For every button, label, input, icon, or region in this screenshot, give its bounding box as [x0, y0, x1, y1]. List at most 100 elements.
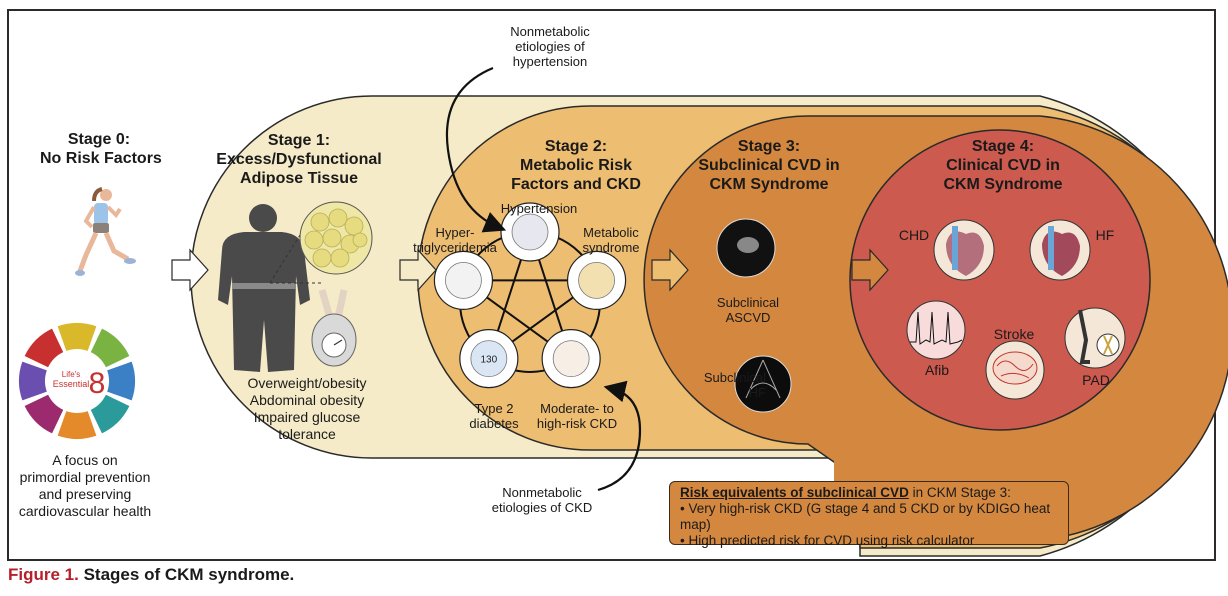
figure-caption: Figure 1. Stages of CKM syndrome. [8, 565, 294, 585]
stage2-title-line3: Factors and CKD [511, 176, 641, 193]
stage0-title-line2: No Risk Factors [40, 150, 162, 167]
le8-number: 8 [89, 367, 106, 400]
stage2-title: Stage 2: Metabolic Risk Factors and CKD [506, 137, 646, 194]
risk-equivalents-box: Risk equivalents of subclinical CVD in C… [669, 481, 1069, 548]
brain-shape [992, 351, 1038, 385]
factor-ckd-label: Moderate- to high-risk CKD [532, 401, 622, 431]
lipids-icon [24, 394, 64, 434]
factor-type2-diabetes-label: Type 2 diabetes [466, 401, 522, 431]
ckd-etiology-arrow [597, 380, 642, 492]
sleep-icon [57, 323, 97, 351]
risk-box-title: Risk equivalents of subclinical CVD [680, 485, 909, 500]
runner-icon [75, 187, 136, 276]
blood-pressure-icon [19, 361, 47, 401]
stage2-title-line1: Stage 2: [544, 138, 608, 155]
note-line: hypertension [512, 54, 588, 69]
label-line: Hyper- [435, 225, 475, 240]
stage0-desc-line: cardiovascular health [18, 503, 152, 519]
diet-icon [90, 328, 130, 368]
stage2-title-line2: Metabolic Risk [519, 157, 633, 174]
brain-vessels [996, 360, 1034, 379]
heart-coronary-vessel [952, 226, 958, 270]
risk-item: Very high-risk CKD (G stage 4 and 5 CKD … [680, 501, 1058, 533]
label-line: Subclinical [703, 370, 766, 385]
stage0-desc-line: primordial prevention [19, 469, 151, 485]
arrow-stage0-to-stage1 [171, 248, 209, 292]
stage0-title: Stage 0: No Risk Factors [40, 130, 162, 168]
kidneys-icon-glyph [552, 340, 590, 378]
label-line: triglyceridemia [413, 240, 497, 255]
obese-silhouette-icon [218, 204, 322, 372]
echo-fan [745, 359, 781, 399]
weight-scale-icon [311, 289, 357, 367]
adipose-cells-icon [299, 201, 373, 275]
activity-icon [107, 361, 135, 401]
heart-failure-vessel [1048, 226, 1054, 270]
arrow-stage2-to-stage3 [651, 248, 689, 292]
triglyceride-molecule-icon-glyph [445, 261, 482, 299]
le8-label-line2: Essential [53, 379, 90, 389]
no-smoking-icon [24, 328, 64, 368]
factor-hypertriglyceridemia-label: Hyper- triglyceridemia [410, 225, 500, 255]
condition-afib-label: Afib [924, 362, 950, 378]
finding-subclinical-ascvd-label: Subclinical ASCVD [710, 295, 786, 325]
glucose-reading: 130 [481, 355, 498, 366]
blood-pressure-monitor-icon-glyph [511, 213, 549, 251]
stage1-conditions: Overweight/obesity Abdominal obesity Imp… [232, 375, 382, 443]
stage0-title-line1: Stage 0: [67, 131, 131, 148]
stage0-desc-line: and preserving [38, 486, 132, 502]
label-line: Type 2 [474, 401, 514, 416]
stage3-title-line1: Stage 3: [737, 138, 801, 155]
condition-pad-label: PAD [1082, 372, 1110, 388]
stage4-title: Stage 4: Clinical CVD in CKM Syndrome [938, 137, 1068, 194]
stage1-title: Stage 1: Excess/Dysfunctional Adipose Ti… [214, 131, 384, 188]
note-line: etiologies of CKD [491, 500, 593, 515]
leg-shape [1078, 309, 1090, 364]
chest-ct-heart [737, 237, 759, 253]
condition-overweight: Overweight/obesity [247, 375, 367, 391]
figure-title: Stages of CKM syndrome. [83, 565, 295, 584]
factor-hypertension-label: Hypertension [500, 201, 578, 216]
condition-chd-label: CHD [898, 227, 930, 243]
figure-number: Figure 1. [8, 565, 79, 584]
hypertension-etiology-note: Nonmetabolic etiologies of hypertension [495, 24, 605, 69]
note-line: Nonmetabolic [510, 24, 590, 39]
condition-hf-label: HF [1095, 227, 1115, 243]
stage3-title: Stage 3: Subclinical CVD in CKM Syndrome [694, 137, 844, 194]
le8-label-line1: Life's [62, 370, 80, 379]
ecg-strip-icon [906, 300, 966, 360]
risk-box-header: Risk equivalents of subclinical CVD in C… [680, 485, 1058, 501]
risk-factor-network: 130 [433, 202, 627, 389]
stage1-title-line1: Stage 1: [267, 132, 331, 149]
stage4-title-line2: Clinical CVD in [946, 157, 1060, 174]
stage1-title-line2: Excess/Dysfunctional [216, 151, 382, 168]
stage3-title-line3: CKM Syndrome [709, 176, 829, 193]
condition-abdominal-obesity: Abdominal obesity [249, 392, 365, 408]
stage3-tab [834, 440, 994, 486]
abdominal-ct-icon-glyph [578, 261, 615, 299]
stage0-description: A focus on primordial prevention and pre… [12, 452, 158, 520]
stage4-title-line3: CKM Syndrome [943, 176, 1063, 193]
arrow-stage3-to-stage4 [851, 248, 889, 292]
label-line: high-risk CKD [536, 416, 618, 431]
risk-box-list: Very high-risk CKD (G stage 4 and 5 CKD … [680, 501, 1058, 549]
weight-icon [57, 411, 97, 439]
label-line: Metabolic [583, 225, 639, 240]
label-line: ASCVD [725, 310, 771, 325]
stage1-title-line3: Adipose Tissue [240, 170, 358, 187]
label-line: Moderate- to [540, 401, 614, 416]
condition-impaired-glucose: Impaired glucose [253, 409, 361, 425]
risk-item: High predicted risk for CVD using risk c… [680, 533, 1058, 549]
echocardiogram-icon [734, 355, 792, 413]
hypertension-etiology-arrow [445, 66, 507, 233]
stage4-title-line1: Stage 4: [971, 138, 1035, 155]
stage0-desc-line: A focus on [52, 452, 118, 468]
glucose-icon [90, 394, 130, 434]
ckd-etiology-note: Nonmetabolic etiologies of CKD [482, 485, 602, 515]
factor-metabolic-syndrome-label: Metabolic syndrome [576, 225, 646, 255]
risk-box-title-suffix: in CKM Stage 3: [908, 485, 1011, 500]
finding-subclinical-hf-label: Subclinical HF [696, 370, 766, 400]
condition-stroke-label: Stroke [993, 326, 1035, 342]
